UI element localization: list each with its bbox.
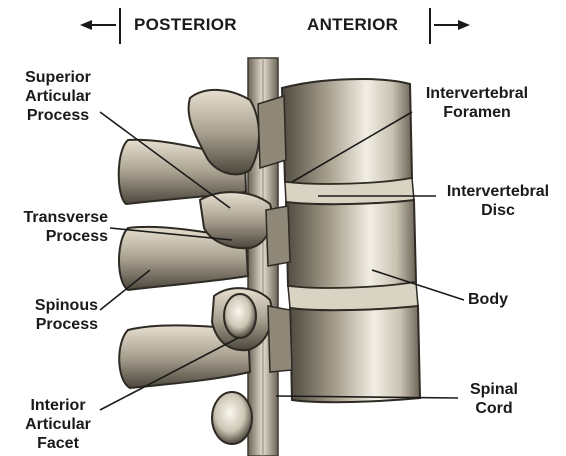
- intervertebral-disc-line1: Intervertebral: [434, 182, 562, 201]
- spinal-cord-line1: Spinal: [456, 380, 532, 399]
- spinous-process-line1: Spinous: [10, 296, 98, 315]
- label-spinal-cord: Spinal Cord: [456, 380, 532, 418]
- label-transverse-process: Transverse Process: [10, 208, 108, 246]
- label-interior-articular-facet: Interior Articular Facet: [10, 396, 106, 453]
- intervertebral-foramen-line2: Foramen: [412, 103, 542, 122]
- inferior-articular-knob: [212, 392, 252, 444]
- interior-articular-facet-line2: Articular: [10, 415, 106, 434]
- label-body: Body: [468, 290, 508, 309]
- label-intervertebral-disc: Intervertebral Disc: [434, 182, 562, 220]
- anterior-heading: ANTERIOR: [307, 15, 398, 34]
- superior-articular-process-line3: Process: [12, 106, 104, 125]
- intervertebral-foramen-line1: Intervertebral: [412, 84, 542, 103]
- anterior-arrow: [430, 8, 470, 44]
- spinous-process-line2: Process: [10, 315, 98, 334]
- intervertebral-disc-line2: Disc: [434, 201, 562, 220]
- vertebral-body-middle: [286, 200, 416, 288]
- posterior-heading: POSTERIOR: [134, 15, 237, 34]
- interior-articular-facet-line3: Facet: [10, 434, 106, 453]
- vertebral-body-upper: [282, 79, 412, 184]
- interior-articular-facet-line1: Interior: [10, 396, 106, 415]
- superior-articular-process-line1: Superior: [12, 68, 104, 87]
- transverse-process-line1: Transverse: [10, 208, 108, 227]
- superior-articular-process-line2: Articular: [12, 87, 104, 106]
- spinal-cord-line2: Cord: [456, 399, 532, 418]
- interior-articular-facet: [224, 294, 256, 338]
- transverse-process-line2: Process: [10, 227, 108, 246]
- label-superior-articular-process: Superior Articular Process: [12, 68, 104, 125]
- body-line1: Body: [468, 290, 508, 309]
- label-spinous-process: Spinous Process: [10, 296, 98, 334]
- posterior-arrow: [80, 8, 120, 44]
- vertebral-body-lower: [290, 306, 420, 402]
- label-intervertebral-foramen: Intervertebral Foramen: [412, 84, 542, 122]
